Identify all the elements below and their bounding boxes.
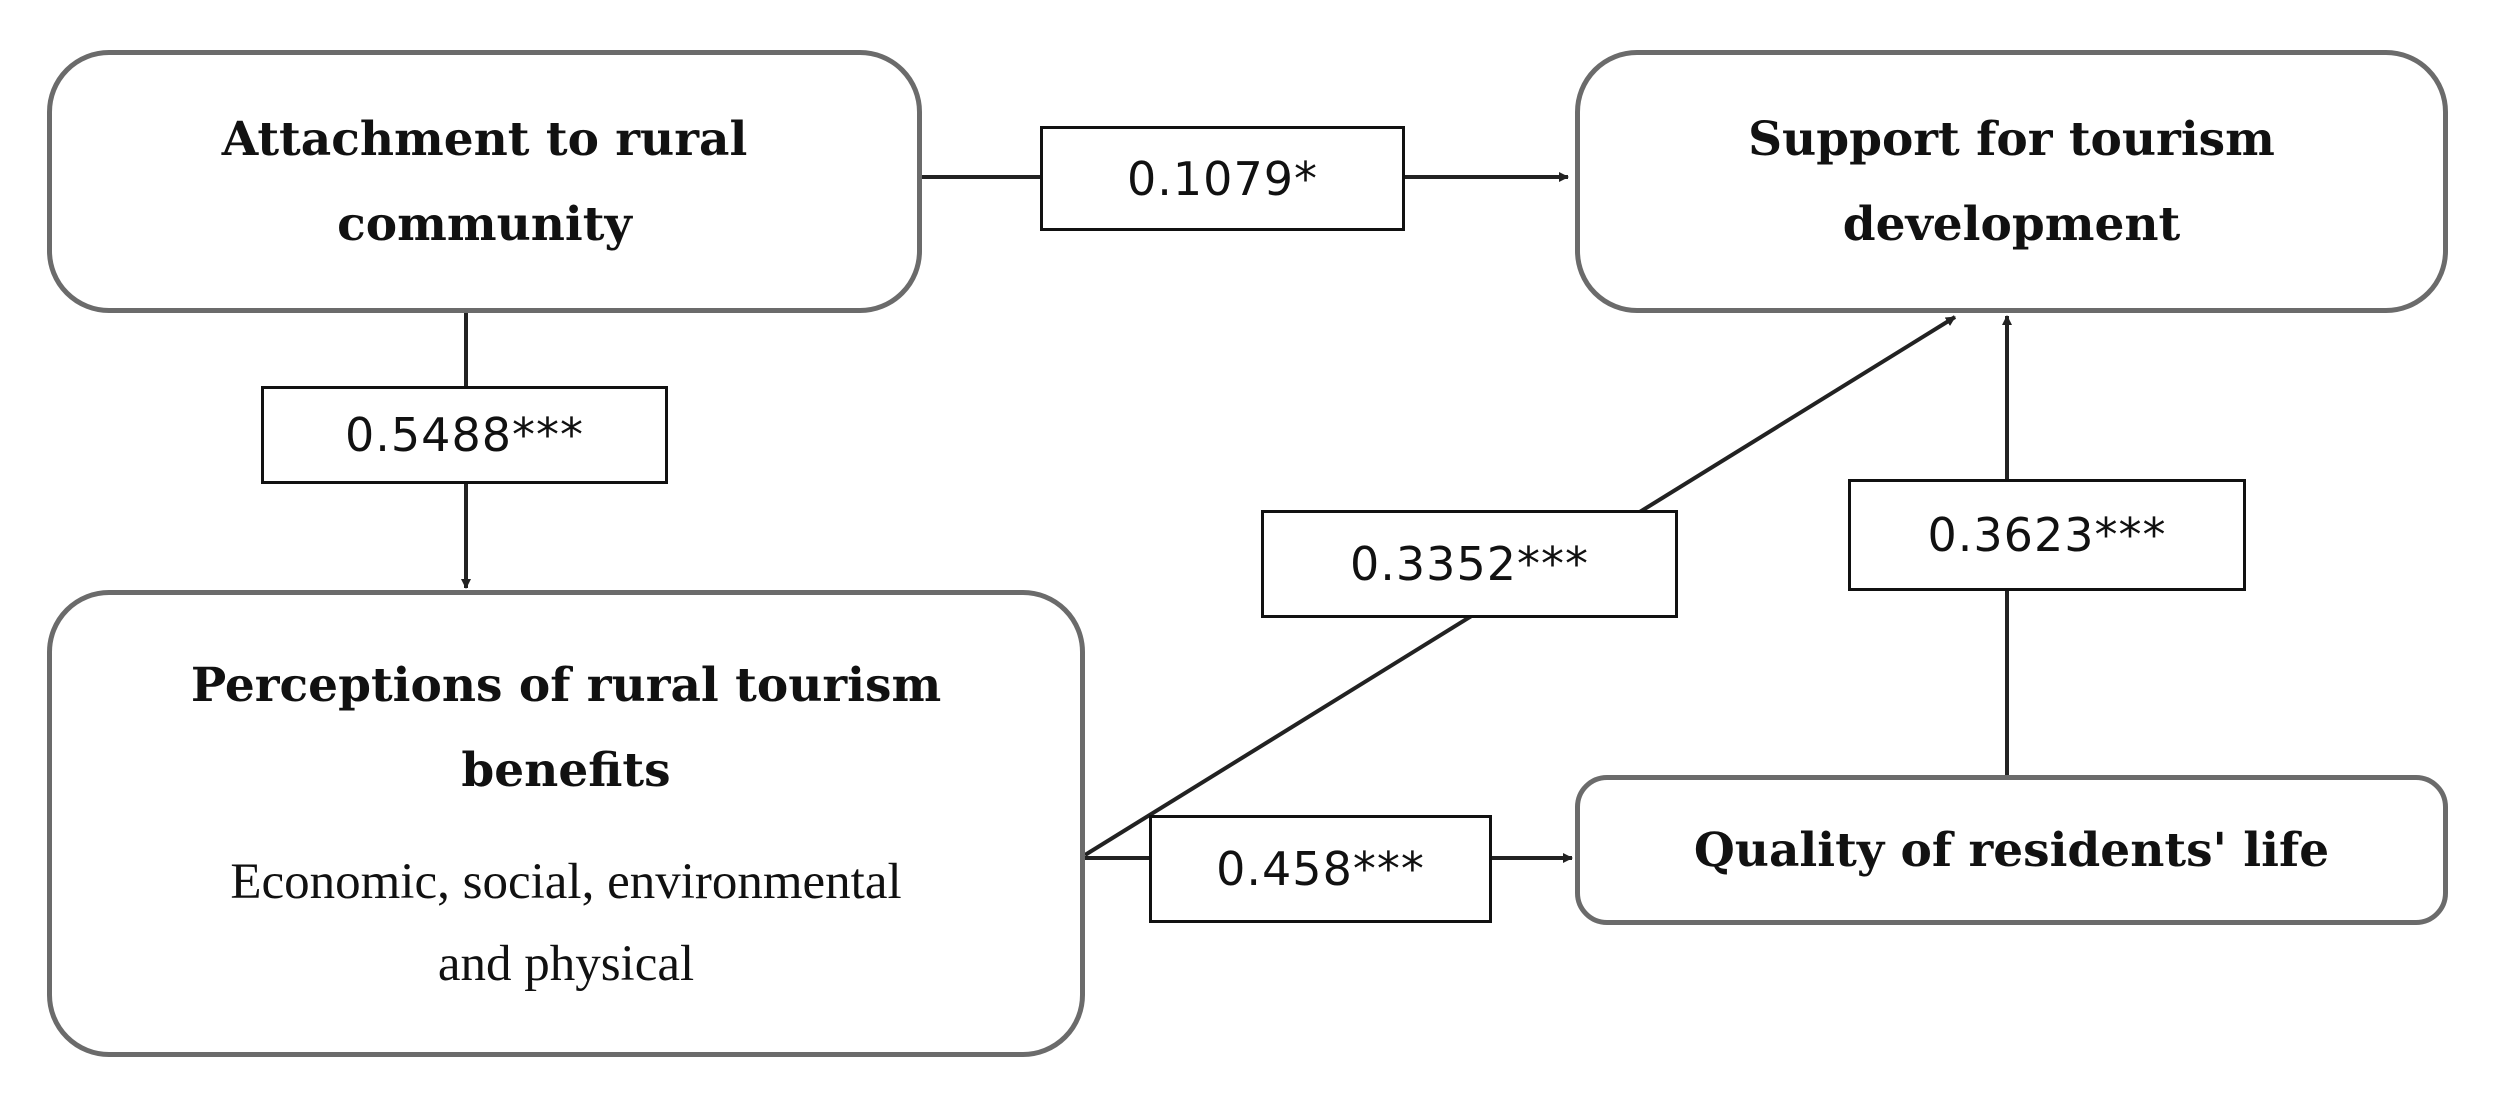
node-title: Support for tourism development — [1748, 111, 2275, 252]
node-support-for-tourism-development: Support for tourism development — [1575, 50, 2448, 313]
node-perceptions-of-rural-tourism-benefits: Perceptions of rural tourism benefits Ec… — [47, 590, 1085, 1057]
node-title: Perceptions of rural tourism benefits — [190, 657, 942, 798]
coefficient-attachment-to-perceptions: 0.5488*** — [261, 386, 668, 484]
coefficient-quality-to-support: 0.3623*** — [1848, 479, 2246, 591]
node-title: Attachment to rural community — [221, 111, 748, 252]
node-title: Quality of residents' life — [1693, 822, 2330, 878]
coefficient-attachment-to-support: 0.1079* — [1040, 126, 1405, 231]
node-subtitle: Economic, social, environmental and phys… — [230, 853, 902, 992]
coefficient-perceptions-to-support: 0.3352*** — [1261, 510, 1678, 618]
node-quality-of-residents-life: Quality of residents' life — [1575, 775, 2448, 925]
coefficient-perceptions-to-quality: 0.458*** — [1149, 815, 1492, 923]
node-attachment-to-rural-community: Attachment to rural community — [47, 50, 922, 313]
